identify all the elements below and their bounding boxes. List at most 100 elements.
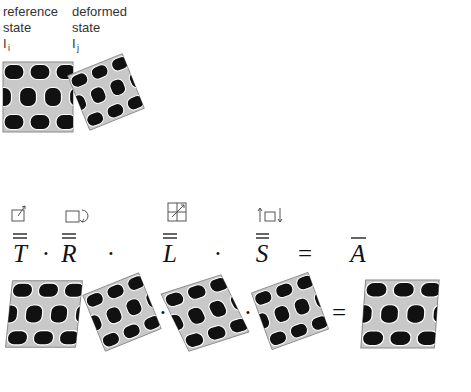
pore bbox=[417, 331, 439, 346]
pore bbox=[420, 282, 439, 297]
pore bbox=[75, 305, 83, 323]
pore bbox=[20, 88, 37, 107]
product-dot: · bbox=[159, 299, 167, 327]
pore bbox=[365, 282, 387, 297]
pore bbox=[30, 115, 50, 130]
pore bbox=[101, 330, 122, 348]
invariant-symbol: I bbox=[72, 36, 76, 52]
scaling-arrows bbox=[258, 208, 282, 222]
pore bbox=[185, 306, 207, 326]
pore bbox=[89, 85, 108, 105]
pore bbox=[295, 274, 316, 292]
result-pattern bbox=[352, 280, 453, 348]
rotation-pattern bbox=[76, 268, 172, 353]
pore bbox=[110, 55, 130, 73]
pore bbox=[6, 305, 19, 323]
pore bbox=[207, 276, 230, 294]
pore bbox=[144, 289, 161, 310]
equals-sign: = bbox=[332, 299, 346, 327]
pore bbox=[205, 324, 228, 342]
pore bbox=[389, 331, 411, 346]
pore bbox=[268, 329, 289, 347]
pore bbox=[207, 299, 229, 319]
pore bbox=[380, 305, 399, 323]
state-label: deformed state bbox=[72, 4, 134, 36]
rotation-arrow bbox=[80, 210, 88, 222]
pore bbox=[84, 313, 104, 334]
pore bbox=[38, 283, 59, 297]
tensor-bars bbox=[13, 234, 366, 238]
pore bbox=[292, 296, 311, 316]
pore bbox=[56, 115, 73, 130]
pore bbox=[69, 93, 88, 113]
distortion-icon bbox=[168, 203, 186, 221]
pore bbox=[108, 77, 127, 97]
pore bbox=[126, 274, 147, 292]
pore bbox=[183, 331, 206, 349]
product-dot: · bbox=[244, 299, 252, 327]
pore bbox=[393, 282, 415, 297]
stretch-pattern bbox=[0, 281, 96, 348]
pore bbox=[59, 331, 80, 345]
pore bbox=[7, 331, 28, 345]
pore bbox=[362, 331, 384, 346]
pore bbox=[12, 283, 33, 297]
pore bbox=[310, 314, 329, 332]
pore bbox=[272, 304, 291, 324]
pore bbox=[105, 102, 125, 120]
pore bbox=[313, 289, 329, 309]
product-dot: · bbox=[42, 240, 50, 268]
equals-sign: = bbox=[298, 240, 312, 268]
pore bbox=[105, 282, 126, 300]
pore bbox=[361, 305, 373, 323]
pore bbox=[69, 71, 89, 89]
tensor-symbol: L bbox=[163, 240, 177, 268]
pore bbox=[33, 331, 54, 345]
state-label: reference state bbox=[3, 4, 65, 36]
invariant-index: i bbox=[8, 43, 10, 53]
deformed-pattern bbox=[61, 49, 155, 132]
tensor-symbol: T bbox=[13, 240, 27, 268]
pore bbox=[4, 115, 24, 130]
pore bbox=[289, 322, 310, 340]
translation-arrow bbox=[18, 206, 25, 216]
distortion-pattern bbox=[154, 271, 261, 354]
pore bbox=[25, 305, 44, 323]
pore bbox=[45, 88, 62, 107]
product-dot: · bbox=[214, 240, 222, 268]
pore bbox=[164, 313, 186, 333]
pore bbox=[104, 305, 124, 326]
invariant-index: j bbox=[77, 43, 79, 53]
pore bbox=[64, 283, 83, 297]
pore bbox=[3, 88, 12, 107]
pore bbox=[4, 65, 24, 80]
pore bbox=[274, 281, 295, 299]
pore bbox=[128, 69, 145, 89]
pore bbox=[253, 289, 274, 307]
pore bbox=[70, 88, 74, 107]
pore bbox=[406, 305, 425, 323]
scaling-pattern bbox=[245, 268, 340, 352]
operation-icons bbox=[12, 203, 282, 222]
pore bbox=[252, 311, 271, 331]
scaling-icon bbox=[265, 212, 275, 221]
pore bbox=[121, 322, 142, 340]
pore bbox=[84, 291, 105, 309]
tensor-symbol: S bbox=[256, 240, 269, 268]
pore bbox=[50, 305, 69, 323]
pore bbox=[142, 314, 161, 332]
invariant-symbol: I bbox=[3, 36, 7, 52]
distortion-grid bbox=[168, 203, 186, 221]
pore bbox=[126, 94, 145, 112]
pore bbox=[30, 65, 50, 80]
tensor-symbol: A bbox=[350, 240, 365, 268]
reference-pattern bbox=[0, 62, 87, 132]
rotation-icon bbox=[66, 211, 79, 222]
pore bbox=[432, 305, 439, 323]
pore bbox=[185, 283, 208, 301]
tensor-symbol: R bbox=[61, 240, 76, 268]
pore bbox=[90, 63, 110, 81]
pore bbox=[85, 110, 105, 128]
pore bbox=[124, 297, 144, 318]
